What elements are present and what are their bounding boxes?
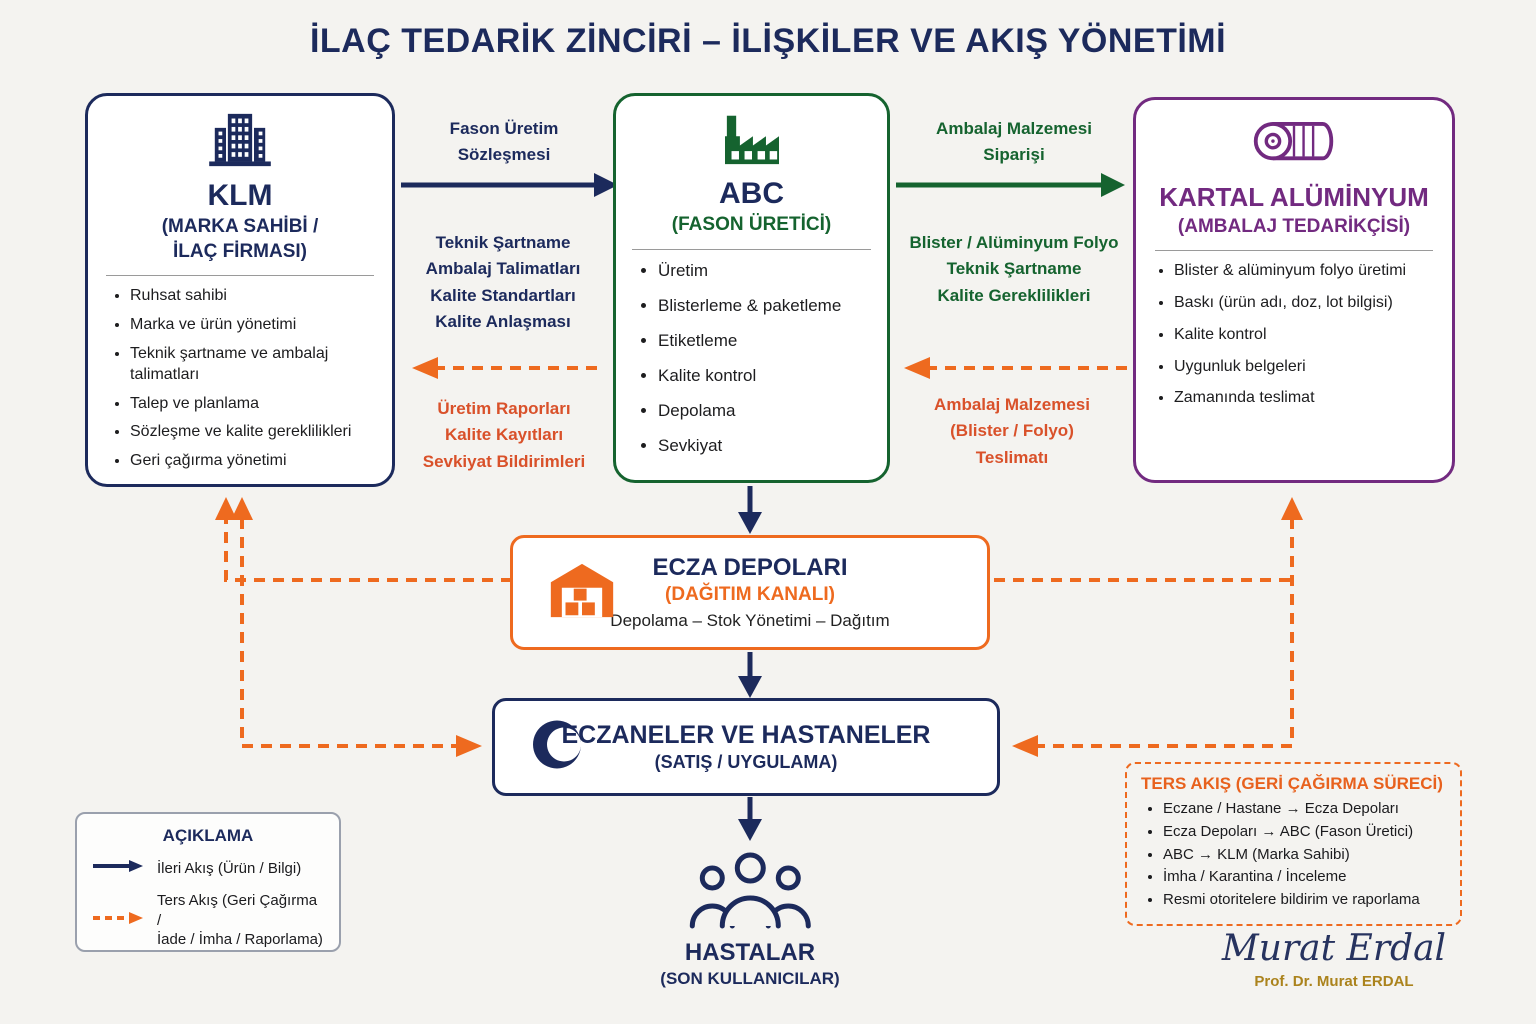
arrow-abc-to-kartal: [896, 173, 1125, 197]
list-item: Üretim: [658, 260, 873, 282]
label-abc-klm-reverse: Üretim Raporları Kalite Kayıtları Sevkiy…: [422, 399, 586, 471]
list-item: Ecza Depoları → ABC (Fason Üretici): [1163, 823, 1448, 842]
list-item: Etiketleme: [658, 330, 873, 352]
list-item: Talep ve planlama: [130, 394, 378, 415]
list-item: Zamanında teslimat: [1174, 388, 1442, 409]
node-klm-list: Ruhsat sahibiMarka ve ürün yönetimiTekni…: [88, 284, 392, 490]
node-ecza-depolari: ECZA DEPOLARI (DAĞITIM KANALI) Depolama …: [510, 535, 990, 650]
label-klm-abc-details: Teknik Şartname Ambalaj Talimatları Kali…: [425, 233, 581, 332]
arrow-abc-to-ecza: [738, 486, 762, 534]
list-item: ABC → KLM (Marka Sahibi): [1163, 846, 1448, 865]
arrow-ecza-to-eczaneler: [738, 652, 762, 698]
node-hastalar-subtitle: (SON KULLANICILAR): [660, 969, 840, 988]
label-kartal-abc-reverse: Ambalaj Malzemesi (Blister / Folyo) Tesl…: [934, 395, 1090, 467]
arrow-eczaneler-to-hastalar: [738, 797, 762, 841]
list-item: Eczane / Hastane → Ecza Depoları: [1163, 800, 1448, 819]
node-eczaneler: ECZANELER VE HASTANELER (SATIŞ / UYGULAM…: [492, 698, 1000, 796]
arrow-abc-to-klm-reverse: [412, 357, 597, 379]
arrow-klm-to-abc: [401, 173, 618, 197]
dashed-eczaneler-to-klm: [231, 497, 482, 757]
signature-caption: Prof. Dr. Murat ERDAL: [1254, 973, 1414, 990]
legend-box: AÇIKLAMA İleri Akış (Ürün / Bilgi) Ters …: [75, 812, 341, 952]
reverse-flow-title: TERS AKIŞ (GERİ ÇAĞIRMA SÜRECİ): [1141, 774, 1443, 793]
list-item: Sözleşme ve kalite gereklilikleri: [130, 422, 378, 443]
label-ambalaj-siparisi: Ambalaj Malzemesi Siparişi: [936, 119, 1092, 165]
arrow-kartal-to-abc-reverse: [904, 357, 1127, 379]
list-item: İmha / Karantina / İnceleme: [1163, 868, 1448, 887]
node-abc-subtitle: (FASON ÜRETİCİ): [671, 214, 832, 235]
node-klm-title: KLM: [207, 179, 273, 212]
node-eczaneler-title: ECZANELER VE HASTANELER: [561, 721, 931, 749]
foil-roll-icon: [1250, 116, 1338, 177]
divider: [632, 248, 871, 250]
node-abc-title: ABC: [719, 177, 784, 210]
node-hastalar: HASTALAR (SON KULLANICILAR): [660, 846, 840, 989]
list-item: Resmi otoritelere bildirim ve raporlama: [1163, 891, 1448, 910]
reverse-flow-list: Eczane / Hastane → Ecza DepolarıEcza Dep…: [1141, 800, 1448, 910]
node-abc-list: ÜretimBlisterleme & paketlemeEtiketlemeK…: [616, 258, 887, 481]
divider: [106, 275, 374, 277]
page-title: İLAÇ TEDARİK ZİNCİRİ – İLİŞKİLER VE AKIŞ…: [309, 22, 1227, 60]
node-eczaneler-subtitle: (SATIŞ / UYGULAMA): [654, 752, 838, 772]
node-abc: ABC (FASON ÜRETİCİ) ÜretimBlisterleme & …: [613, 93, 890, 483]
reverse-arrow-icon: [91, 910, 147, 931]
legend-reverse-label: Ters Akış (Geri Çağırma / İade / İmha / …: [157, 892, 323, 948]
factory-icon: [716, 112, 788, 171]
list-item: Depolama: [658, 400, 873, 422]
node-kartal-subtitle: (AMBALAJ TEDARİKÇİSİ): [1177, 215, 1411, 237]
label-fason-uretim: Fason Üretim Sözleşmesi: [449, 119, 559, 165]
list-item: Blisterleme & paketleme: [658, 295, 873, 317]
list-item: Baskı (ürün adı, doz, lot bilgisi): [1174, 293, 1442, 314]
node-kartal-title: KARTAL ALÜMİNYUM: [1159, 182, 1429, 212]
list-item: Uygunluk belgeleri: [1174, 357, 1442, 378]
forward-arrow-icon: [91, 858, 147, 879]
node-kartal: KARTAL ALÜMİNYUM (AMBALAJ TEDARİKÇİSİ) B…: [1133, 97, 1455, 483]
divider: [1154, 250, 1434, 252]
legend-title: AÇIKLAMA: [162, 826, 254, 845]
list-item: Ruhsat sahibi: [130, 286, 378, 307]
list-item: Teknik şartname ve ambalaj talimatları: [130, 344, 378, 386]
dashed-right-to-kartal: [994, 497, 1303, 757]
label-abc-kartal-details: Blister / Alüminyum Folyo Teknik Şartnam…: [909, 233, 1119, 305]
dashed-ecza-to-klm: [215, 497, 512, 582]
list-item: Geri çağırma yönetimi: [130, 451, 378, 472]
crescent-icon: [531, 717, 587, 778]
reverse-flow-box: TERS AKIŞ (GERİ ÇAĞIRMA SÜRECİ) Eczane /…: [1125, 762, 1462, 926]
list-item: Blister & alüminyum folyo üretimi: [1174, 261, 1442, 282]
node-hastalar-title: HASTALAR: [684, 939, 816, 966]
building-icon: [207, 112, 273, 173]
node-ecza-title: ECZA DEPOLARI: [652, 554, 848, 581]
node-ecza-description: Depolama – Stok Yönetimi – Dağıtım: [610, 611, 890, 630]
list-item: Sevkiyat: [658, 435, 873, 457]
node-kartal-list: Blister & alüminyum folyo üretimiBaskı (…: [1136, 259, 1452, 430]
signature-block: Murat Erdal Prof. Dr. Murat ERDAL: [1194, 928, 1474, 990]
warehouse-icon: [549, 561, 615, 624]
legend-reverse-row: Ters Akış (Geri Çağırma / İade / İmha / …: [91, 891, 325, 950]
list-item: Kalite kontrol: [658, 365, 873, 387]
list-item: Marka ve ürün yönetimi: [130, 315, 378, 336]
list-item: Kalite kontrol: [1174, 325, 1442, 346]
legend-forward-label: İleri Akış (Ürün / Bilgi): [157, 859, 302, 877]
legend-forward-row: İleri Akış (Ürün / Bilgi): [91, 858, 325, 879]
signature-name: Murat Erdal: [1221, 928, 1447, 969]
node-klm: KLM (MARKA SAHİBİ / İLAÇ FİRMASI) Ruhsat…: [85, 93, 395, 487]
node-klm-subtitle: (MARKA SAHİBİ / İLAÇ FİRMASI): [161, 216, 319, 262]
node-ecza-subtitle: (DAĞITIM KANALI): [665, 584, 835, 605]
patients-icon: [684, 852, 816, 934]
